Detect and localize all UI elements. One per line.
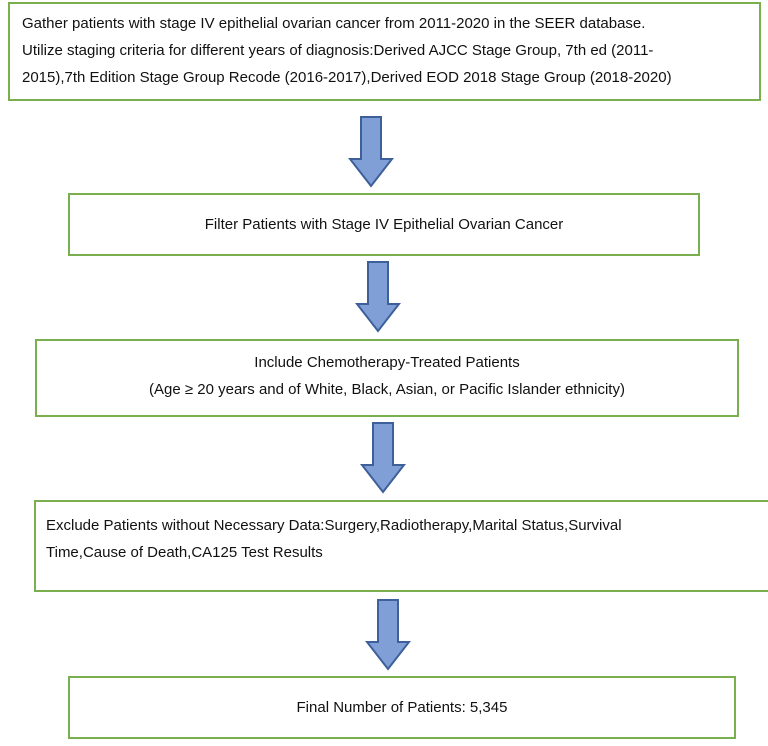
step-5-final-box: Final Number of Patients: 5,345 — [68, 676, 736, 739]
down-arrow-1 — [348, 116, 394, 188]
step-3-line-1: Include Chemotherapy-Treated Patients — [254, 354, 520, 371]
step-2-filter-box: Filter Patients with Stage IV Epithelial… — [68, 193, 700, 256]
step-3-line-2: (Age ≥ 20 years and of White, Black, Asi… — [149, 381, 625, 398]
step-5-text: Final Number of Patients: 5,345 — [296, 699, 508, 716]
step-4-line-2: Time,Cause of Death,CA125 Test Results — [46, 544, 323, 561]
down-arrow-2 — [355, 261, 401, 333]
step-4-exclude-box: Exclude Patients without Necessary Data:… — [34, 500, 768, 592]
step-3-include-box: Include Chemotherapy-Treated Patients (A… — [35, 339, 739, 417]
step-1-line-1: Gather patients with stage IV epithelial… — [22, 15, 646, 32]
step-1-gather-box: Gather patients with stage IV epithelial… — [8, 2, 761, 101]
step-1-line-3: 2015),7th Edition Stage Group Recode (20… — [22, 69, 672, 86]
down-arrow-4 — [365, 599, 411, 671]
step-2-text: Filter Patients with Stage IV Epithelial… — [204, 216, 564, 233]
down-arrow-3 — [360, 422, 406, 494]
step-1-line-2: Utilize staging criteria for different y… — [22, 42, 654, 59]
step-4-line-1: Exclude Patients without Necessary Data:… — [46, 517, 622, 534]
